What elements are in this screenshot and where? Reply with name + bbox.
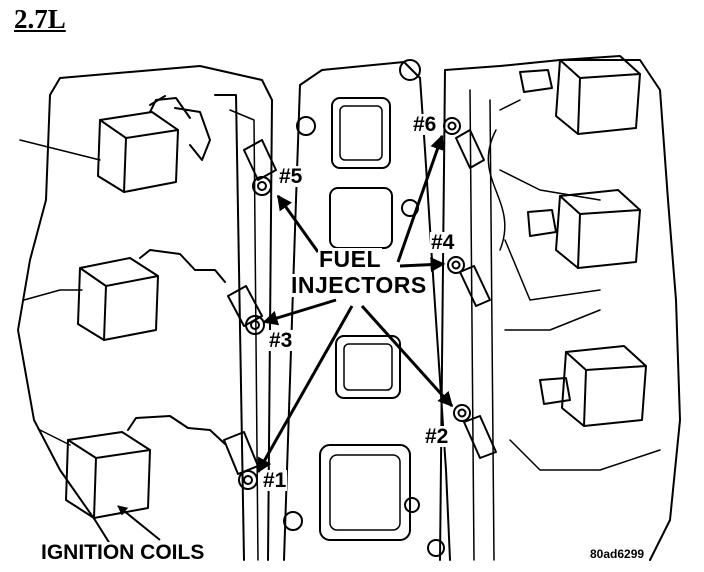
ignition-coil-middle-right	[527, 189, 641, 269]
ignition-coil-middle-left	[77, 249, 226, 341]
ignition-coil-lower-right	[539, 345, 647, 427]
arrow-to-injector-4	[399, 257, 446, 273]
arrow-to-injector-1	[256, 305, 354, 474]
ignition-coil-lower-left	[65, 415, 226, 519]
page-title: 2.7L	[14, 4, 66, 34]
fuel-injector-2	[453, 404, 497, 459]
label-cylinder-6: #6	[412, 113, 438, 136]
label-fuel: FUEL	[318, 246, 383, 272]
fuel-injector-4	[447, 256, 491, 307]
ignition-coil-upper-right	[519, 55, 641, 135]
label-cylinder-2: #2	[424, 425, 450, 448]
figure-code: 80ad6299	[590, 547, 645, 561]
arrow-to-injector-5	[276, 194, 320, 253]
arrow-to-injector-3	[262, 298, 337, 326]
label-injectors: INJECTORS	[290, 272, 428, 298]
right-cylinder-head	[439, 59, 681, 561]
left-cylinder-head	[17, 65, 273, 561]
fuel-injector-3	[227, 285, 265, 335]
label-ignition-coils: IGNITION COILS	[40, 541, 206, 564]
label-cylinder-5: #5	[278, 165, 304, 188]
arrow-to-ignition-coil	[117, 505, 161, 541]
label-cylinder-4: #4	[430, 231, 456, 254]
arrow-to-injector-6	[396, 134, 445, 263]
label-cylinder-3: #3	[268, 329, 294, 352]
arrow-to-injector-2	[360, 304, 454, 408]
fuel-injector-5	[243, 139, 277, 196]
fuel-injector-6	[443, 117, 485, 169]
ignition-coil-upper-left	[97, 95, 211, 193]
label-cylinder-1: #1	[262, 469, 288, 492]
